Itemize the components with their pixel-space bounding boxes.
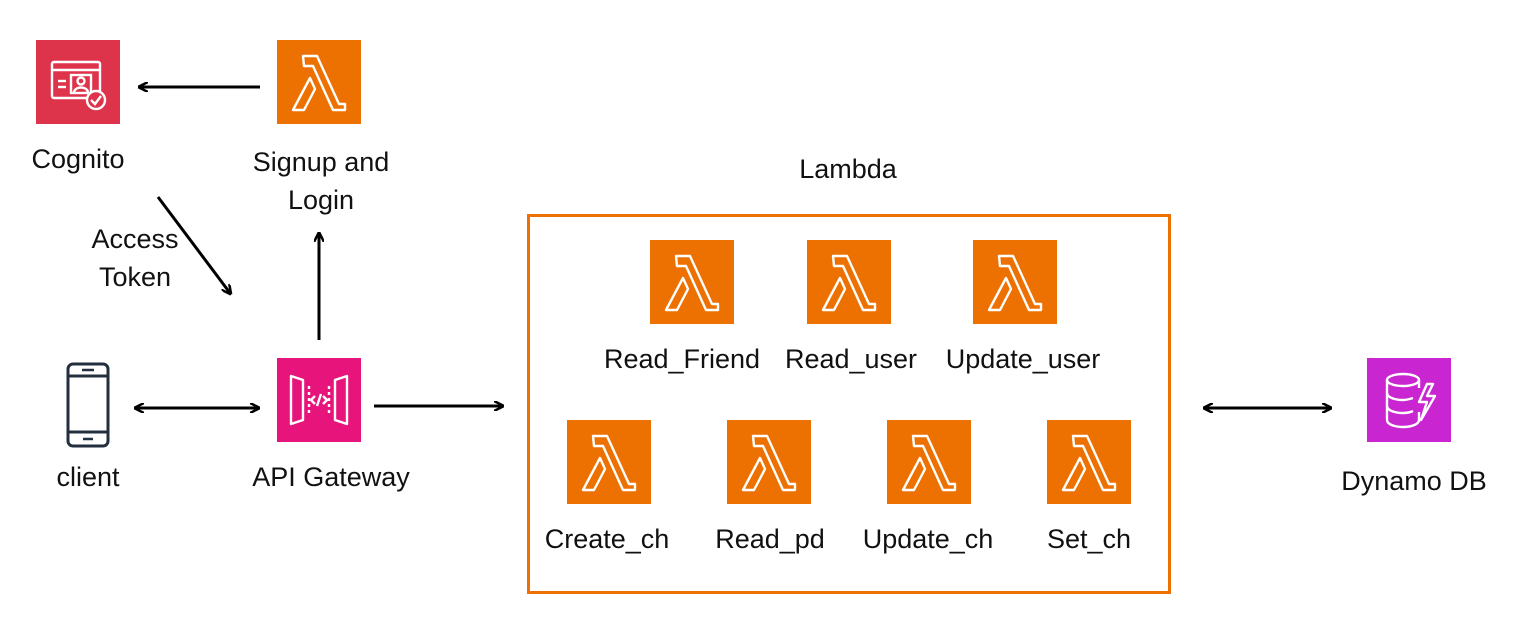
lambda-function-label: Read_pd bbox=[715, 524, 825, 554]
lambda-icon bbox=[277, 40, 361, 124]
lambda-function-label: Create_ch bbox=[544, 524, 670, 554]
client-label: client bbox=[56, 462, 120, 492]
lambda-function-label: Update_ch bbox=[862, 524, 994, 554]
lambda-icon bbox=[727, 420, 811, 504]
cognito-label: Cognito bbox=[31, 144, 125, 174]
lambda-icon bbox=[887, 420, 971, 504]
lambda-group-box bbox=[527, 214, 1171, 594]
api-gateway-icon bbox=[277, 358, 361, 442]
lambda-function-label: Update_user bbox=[945, 344, 1101, 374]
cognito-icon bbox=[36, 40, 120, 124]
lambda-icon bbox=[1047, 420, 1131, 504]
lambda-icon bbox=[567, 420, 651, 504]
api-gateway-label: API Gateway bbox=[252, 462, 410, 492]
access-token-label: Access Token bbox=[91, 224, 179, 292]
dynamodb-icon bbox=[1367, 358, 1451, 442]
lambda-icon bbox=[973, 240, 1057, 324]
lambda-group-title: Lambda bbox=[799, 154, 897, 184]
lambda-function-label: Read_user bbox=[784, 344, 918, 374]
lambda-function-label: Read_Friend bbox=[603, 344, 761, 374]
lambda-icon bbox=[650, 240, 734, 324]
lambda-icon bbox=[807, 240, 891, 324]
signup-login-label: Signup and Login bbox=[252, 147, 390, 215]
lambda-function-label: Set_ch bbox=[1046, 524, 1132, 554]
mobile-client-icon bbox=[46, 360, 130, 450]
dynamodb-label: Dynamo DB bbox=[1341, 466, 1487, 496]
